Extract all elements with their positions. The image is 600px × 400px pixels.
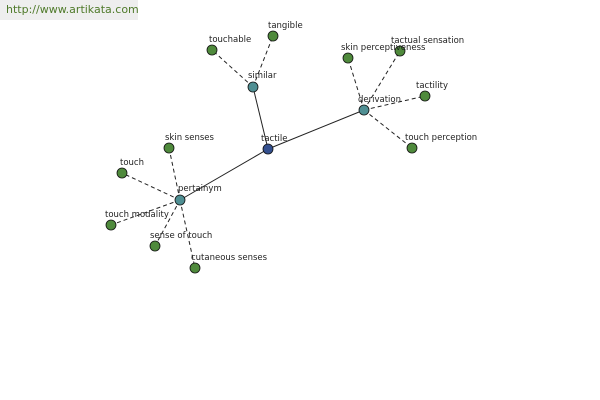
node-tactile[interactable] — [262, 143, 274, 155]
node-derivation[interactable] — [358, 104, 370, 116]
label-tactual-sensation[interactable]: tactual sensation — [391, 36, 464, 46]
label-touch-modality[interactable]: touch modality — [105, 210, 169, 220]
edge-pertainym-cutaneous-senses — [179, 199, 196, 269]
label-skin-perceptiveness[interactable]: skin perceptiveness — [341, 43, 426, 53]
edge-similar-tangible — [252, 35, 274, 88]
edge-derivation-tactual-sensation — [363, 50, 401, 111]
label-pertainym[interactable]: pertainym — [178, 184, 222, 194]
edge-root-derivation — [267, 109, 365, 150]
node-skin-perceptiveness[interactable] — [342, 52, 354, 64]
edge-root-pertainym — [179, 148, 269, 201]
node-similar[interactable] — [247, 81, 259, 93]
edge-pertainym-sense-of-touch — [154, 199, 181, 247]
label-similar[interactable]: similar — [248, 71, 277, 81]
label-skin-senses[interactable]: skin senses — [165, 133, 215, 143]
label-tactility[interactable]: tactility — [416, 81, 448, 91]
graph-nodes — [105, 30, 431, 274]
edge-root-similar — [252, 86, 269, 150]
node-touchable[interactable] — [206, 44, 218, 56]
label-cutaneous-senses[interactable]: cutaneous senses — [191, 253, 268, 263]
label-derivation[interactable]: derivation — [358, 95, 401, 105]
edge-derivation-skin-perceptiveness — [347, 57, 365, 111]
node-tangible[interactable] — [267, 30, 279, 42]
label-touchable[interactable]: touchable — [209, 35, 251, 45]
node-sense-of-touch[interactable] — [149, 240, 161, 252]
node-touch[interactable] — [116, 167, 128, 179]
edge-pertainym-touch — [121, 172, 181, 201]
label-touch[interactable]: touch — [120, 158, 144, 168]
edge-pertainym-skin-senses — [168, 147, 181, 201]
edge-similar-touchable — [211, 49, 254, 88]
node-pertainym[interactable] — [174, 194, 186, 206]
graph-edges — [110, 35, 426, 269]
label-tangible[interactable]: tangible — [268, 21, 303, 31]
node-touch-modality[interactable] — [105, 219, 117, 231]
node-tactual-sensation[interactable] — [394, 45, 406, 57]
label-sense-of-touch[interactable]: sense of touch — [150, 231, 212, 241]
url-watermark: http://www.artikata.com — [0, 0, 139, 20]
edge-derivation-touch-perception — [363, 109, 413, 149]
node-tactility[interactable] — [419, 90, 431, 102]
edge-pertainym-touch-modality — [110, 199, 181, 226]
label-tactile[interactable]: tactile — [261, 134, 288, 144]
node-touch-perception[interactable] — [406, 142, 418, 154]
edge-derivation-tactility — [363, 95, 426, 111]
node-cutaneous-senses[interactable] — [189, 262, 201, 274]
graph-labels: tactile similar touchable tangible derivatio… — [105, 21, 477, 263]
label-touch-perception[interactable]: touch perception — [405, 133, 477, 143]
node-skin-senses[interactable] — [163, 142, 175, 154]
